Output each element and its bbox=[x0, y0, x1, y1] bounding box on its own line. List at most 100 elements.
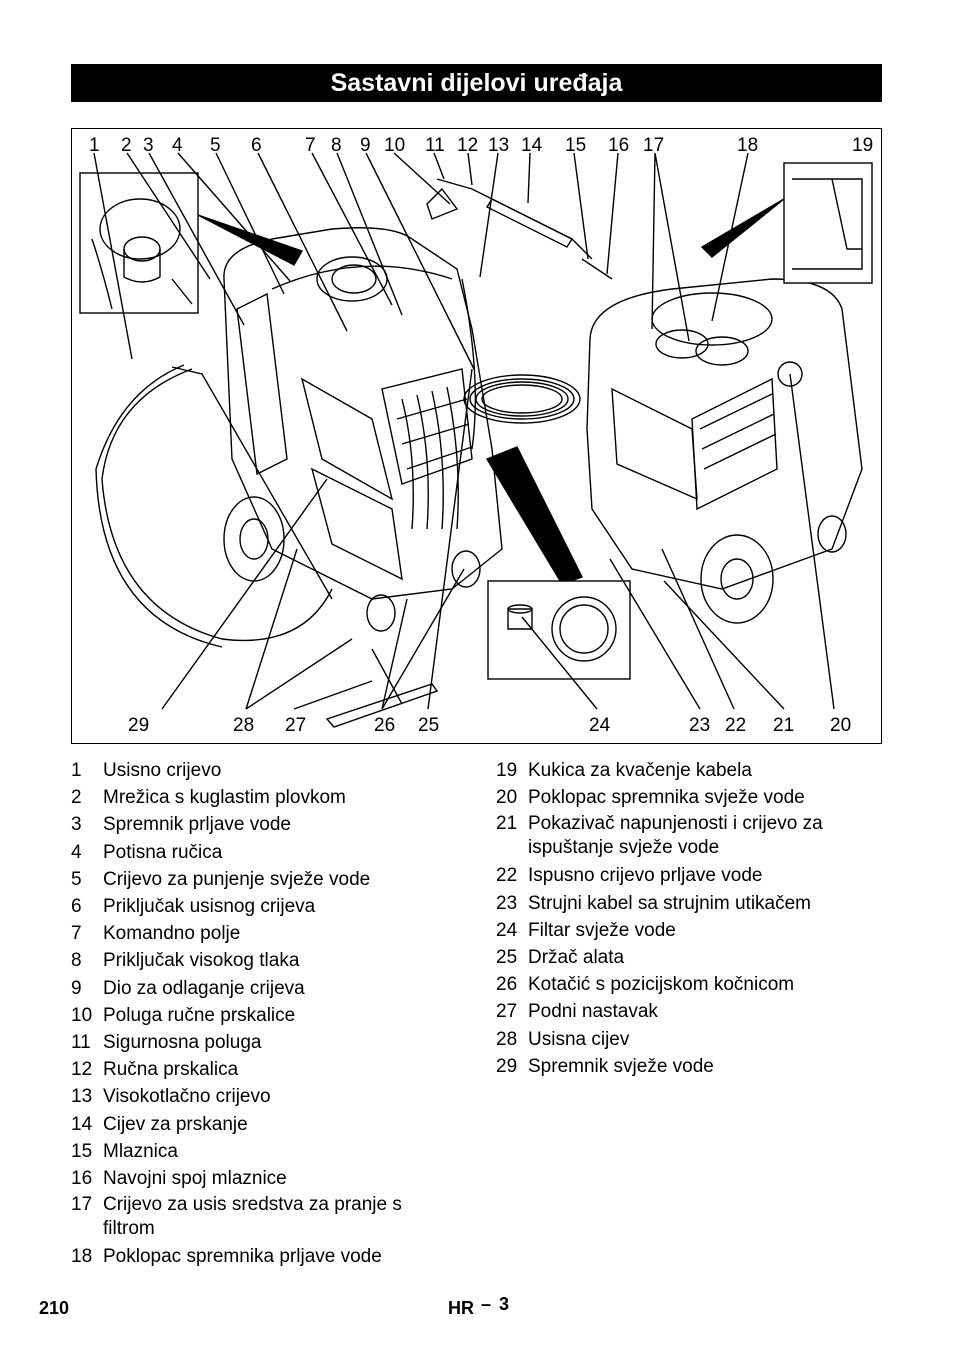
item-label: Navojni spoj mlaznice bbox=[103, 1168, 287, 1190]
callout-top: 19 bbox=[852, 135, 874, 156]
list-item: 1 Usisno crijevo bbox=[71, 757, 441, 784]
callout-top: 16 bbox=[608, 135, 630, 156]
item-label: Pokazivač napunjenosti i crijevo za ispu… bbox=[528, 813, 823, 859]
list-item: 23 Strujni kabel sa strujnim utikačem bbox=[496, 890, 866, 917]
item-label: Potisna ručica bbox=[103, 841, 223, 863]
item-label: Mrežica s kuglastim plovkom bbox=[103, 787, 346, 809]
list-item: 6 Priključak usisnog crijeva bbox=[71, 893, 441, 920]
parts-list-left: 1 Usisno crijevo 2 Mrežica s kuglastim plo… bbox=[71, 757, 441, 1270]
item-number: 17 bbox=[71, 1194, 93, 1216]
item-number: 26 bbox=[496, 974, 518, 996]
callout-bottom: 21 bbox=[773, 715, 795, 736]
callout-bottom: 20 bbox=[830, 715, 852, 736]
item-label: Cijev za prskanje bbox=[103, 1113, 248, 1135]
callout-top: 12 bbox=[457, 135, 479, 156]
footer-language: HR bbox=[448, 1298, 474, 1318]
item-label: Spremnik prljave vode bbox=[103, 814, 291, 836]
callout-top: 9 bbox=[360, 135, 371, 156]
item-label: Poklopac spremnika prljave vode bbox=[103, 1246, 382, 1268]
item-label: Visokotlačno crijevo bbox=[103, 1086, 271, 1108]
list-item: 11 Sigurnosna poluga bbox=[71, 1029, 441, 1056]
item-number: 18 bbox=[71, 1246, 93, 1268]
item-label: Držač alata bbox=[528, 947, 625, 969]
item-label: Usisna cijev bbox=[528, 1028, 630, 1050]
callout-top: 13 bbox=[488, 135, 510, 156]
list-item: 12 Ručna prskalica bbox=[71, 1056, 441, 1083]
list-item: 3 Spremnik prljave vode bbox=[71, 811, 441, 838]
callout-top: 2 bbox=[121, 135, 132, 156]
item-label: Priključak visokog tlaka bbox=[103, 950, 300, 972]
list-item: 14 Cijev za prskanje bbox=[71, 1111, 441, 1138]
item-number: 10 bbox=[71, 1004, 93, 1026]
list-item: 19 Kukica za kvačenje kabela bbox=[496, 757, 866, 784]
callout-top: 4 bbox=[172, 135, 183, 156]
list-item: 13 Visokotlačno crijevo bbox=[71, 1083, 441, 1110]
item-number: 14 bbox=[71, 1113, 93, 1135]
item-number: 27 bbox=[496, 1001, 518, 1023]
page-number: 210 bbox=[39, 1298, 70, 1318]
item-label: Sigurnosna poluga bbox=[103, 1032, 262, 1054]
item-number: 16 bbox=[71, 1168, 93, 1190]
list-item: 10 Poluga ručne prskalice bbox=[71, 1002, 441, 1029]
item-label: Priključak usisnog crijeva bbox=[103, 896, 316, 918]
callout-bottom: 28 bbox=[233, 715, 255, 736]
item-number: 5 bbox=[71, 868, 82, 890]
callout-top: 3 bbox=[143, 135, 154, 156]
list-item: 2 Mrežica s kuglastim plovkom bbox=[71, 784, 441, 811]
callout-bottom: 23 bbox=[689, 715, 711, 736]
item-number: 21 bbox=[496, 813, 518, 835]
item-label: Spremnik svježe vode bbox=[528, 1055, 714, 1077]
callout-bottom: 29 bbox=[128, 715, 150, 736]
item-number: 12 bbox=[71, 1059, 93, 1081]
item-number: 7 bbox=[71, 923, 82, 945]
callout-top: 8 bbox=[331, 135, 342, 156]
item-label: Ručna prskalica bbox=[103, 1059, 239, 1081]
item-label: Poluga ručne prskalice bbox=[103, 1004, 296, 1026]
list-item: 18 Poklopac spremnika prljave vode bbox=[71, 1243, 441, 1270]
footer-separator: – bbox=[481, 1294, 492, 1314]
item-label: Filtar svježe vode bbox=[528, 919, 676, 941]
item-label: Dio za odlaganje crijeva bbox=[103, 977, 305, 999]
item-label: Komandno polje bbox=[103, 923, 241, 945]
item-label: Podni nastavak bbox=[528, 1001, 658, 1023]
callout-bottom: 26 bbox=[374, 715, 396, 736]
list-item: 16 Navojni spoj mlaznice bbox=[71, 1165, 441, 1192]
callout-top: 7 bbox=[305, 135, 316, 156]
item-label: Usisno crijevo bbox=[103, 760, 222, 781]
callout-top: 11 bbox=[425, 135, 445, 156]
item-number: 2 bbox=[71, 787, 82, 809]
item-number: 6 bbox=[71, 896, 82, 918]
item-number: 13 bbox=[71, 1086, 93, 1108]
item-number: 15 bbox=[71, 1140, 93, 1162]
list-item: 4 Potisna ručica bbox=[71, 839, 441, 866]
callout-top: 5 bbox=[210, 135, 221, 156]
item-number: 11 bbox=[71, 1032, 91, 1054]
item-number: 3 bbox=[71, 814, 82, 836]
item-number: 25 bbox=[496, 947, 518, 969]
callout-bottom: 22 bbox=[725, 715, 747, 736]
item-label: Kukica za kvačenje kabela bbox=[528, 760, 752, 781]
callout-top: 14 bbox=[521, 135, 543, 156]
page-title: Sastavni dijelovi uređaja bbox=[71, 64, 882, 102]
item-label: Strujni kabel sa strujnim utikačem bbox=[528, 892, 811, 914]
item-number: 23 bbox=[496, 892, 518, 914]
callout-top: 1 bbox=[89, 135, 100, 156]
item-label: Crijevo za usis sredstva za pranje s fil… bbox=[103, 1194, 402, 1240]
item-label: Crijevo za punjenje svježe vode bbox=[103, 868, 371, 890]
item-number: 22 bbox=[496, 865, 518, 887]
item-number: 1 bbox=[71, 760, 82, 781]
list-item: 5 Crijevo za punjenje svježe vode bbox=[71, 866, 441, 893]
callout-top: 17 bbox=[643, 135, 665, 156]
item-number: 19 bbox=[496, 760, 518, 781]
footer-section-page: 3 bbox=[499, 1294, 510, 1314]
callout-top: 18 bbox=[737, 135, 759, 156]
item-number: 4 bbox=[71, 841, 82, 863]
